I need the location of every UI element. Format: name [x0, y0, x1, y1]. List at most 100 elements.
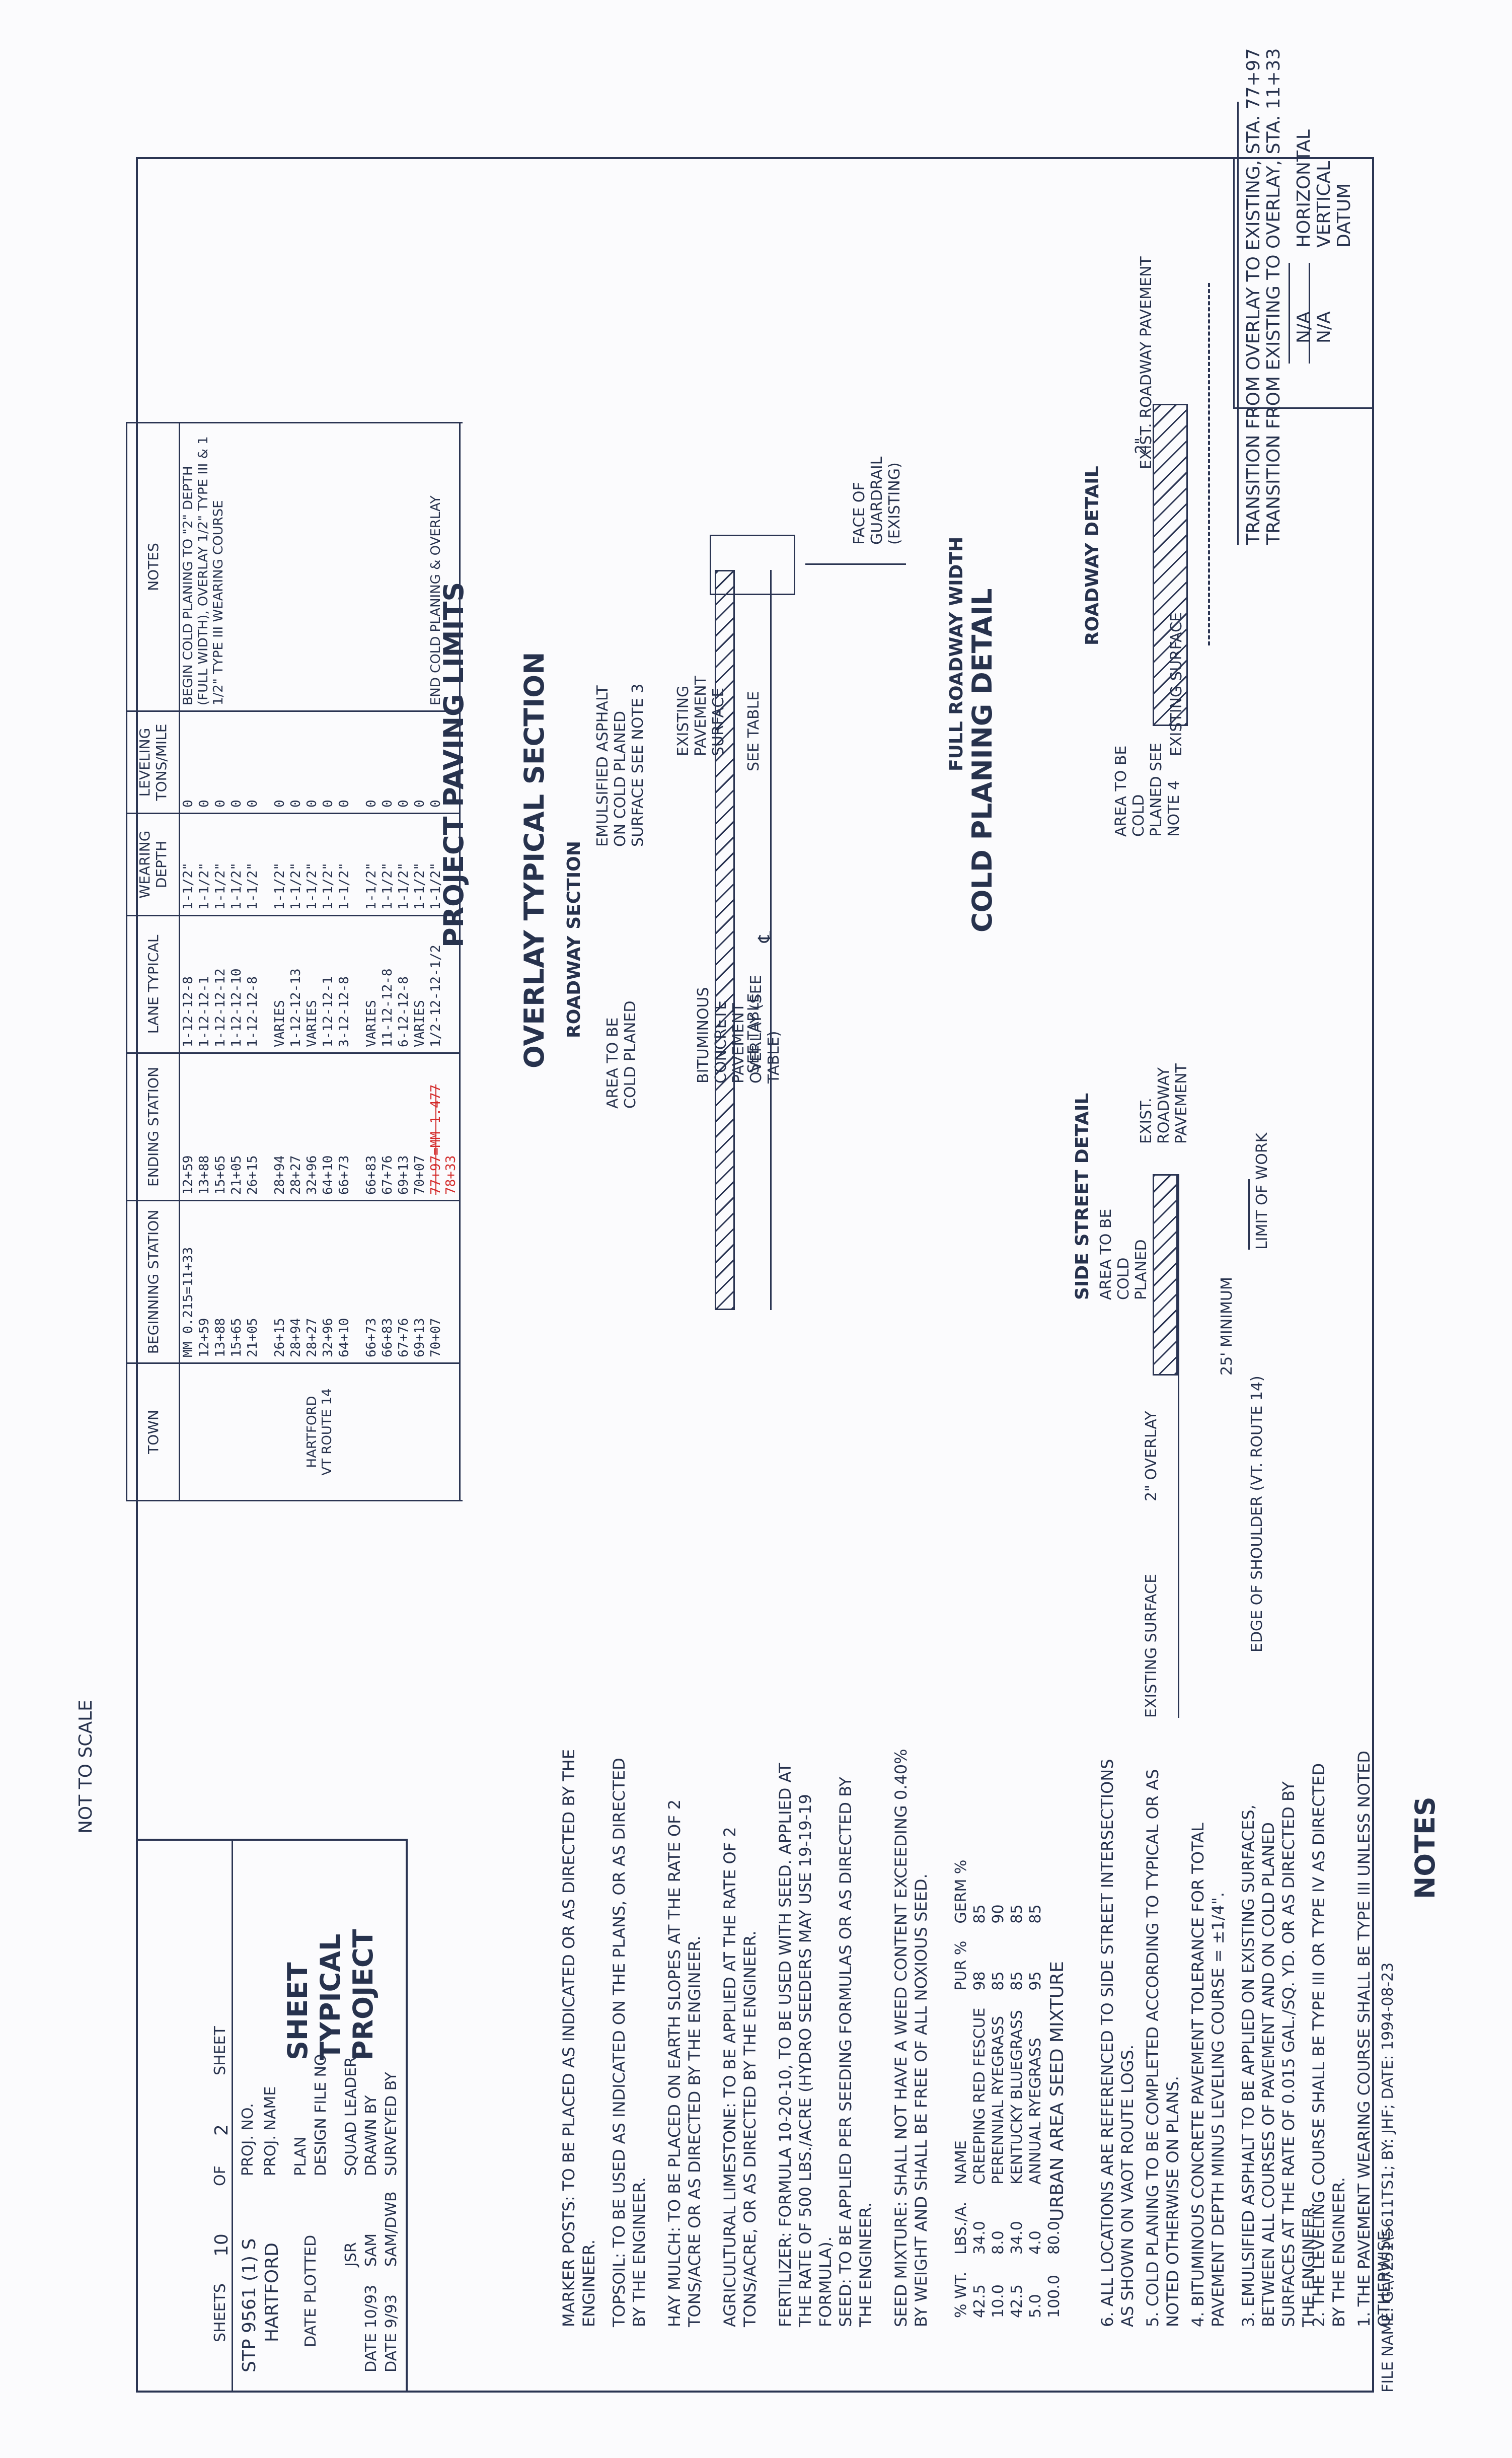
- title-block-divider: [232, 1839, 233, 2393]
- tb-squad-label: SQUAD LEADER: [342, 2057, 360, 2176]
- level-cell: 0: [363, 711, 380, 814]
- end-cell: 66+83: [363, 1053, 380, 1201]
- notes-title: NOTES: [1409, 1796, 1441, 1899]
- level-cell: 0: [412, 711, 428, 814]
- emulsified-label: EMULSIFIED ASPHALT ON COLD PLANED SURFAC…: [594, 683, 647, 847]
- level-cell: 0: [396, 711, 412, 814]
- level-cell: 0: [272, 711, 288, 814]
- spec-seed: SEED: TO BE APPLIED PER SEEDING FORMULAS…: [836, 1777, 875, 2327]
- end-cell-struck: 77+97=MM 1.477: [428, 1084, 443, 1195]
- side-overlay-label: 2" OVERLAY: [1143, 1411, 1160, 1501]
- depth-cell: 1-1/2": [363, 813, 380, 916]
- roadway-section-title: ROADWAY SECTION: [564, 841, 584, 1038]
- tb-of-value: 10: [211, 2233, 232, 2257]
- end-cell: 15+65: [212, 1053, 229, 1201]
- lane-cell: 1-12-12-1: [320, 915, 336, 1053]
- lane-cell: VARIES: [412, 915, 428, 1053]
- spec-topsoil: TOPSOIL: TO BE USED AS INDICATED ON THE …: [610, 1758, 649, 2327]
- begin-cell: 15+65: [229, 1200, 245, 1363]
- seed-cell: 8.0: [990, 2230, 1007, 2255]
- tb-proj-name-label: PROJ. NAME: [262, 2086, 279, 2176]
- begin-cell: 26+15: [272, 1200, 288, 1363]
- tb-design-file-label: DESIGN FILE NO.: [312, 2050, 330, 2176]
- side-street-title: SIDE STREET DETAIL: [1072, 1093, 1093, 1300]
- depth-cell: 1-1/2": [288, 813, 304, 916]
- roadway-detail-area: AREA TO BE COLD PLANED SEE NOTE 4: [1112, 742, 1183, 837]
- roadway-detail-dashed-line: [1208, 283, 1210, 645]
- hdr-end: ENDING STATION: [126, 1053, 180, 1201]
- tb-sheet-label: SHEET: [211, 2026, 229, 2075]
- level-cell: 0: [229, 711, 245, 814]
- see-table-left: SEE TABLE: [745, 691, 763, 771]
- side-street-surface-line: [1178, 1174, 1179, 1718]
- end-cell: 69+13: [396, 1053, 412, 1201]
- seed-hdr: GERM %: [952, 1859, 970, 1924]
- begin-cell: 64+10: [336, 1200, 352, 1363]
- lane-cell: 1-12-12-8: [179, 915, 196, 1053]
- seed-cell: 4.0: [1027, 2230, 1044, 2255]
- seed-total-cell: 80.0: [1045, 2221, 1063, 2255]
- end-cell: 12+59: [179, 1053, 196, 1201]
- spec-limestone: AGRICULTURAL LIMESTONE: TO BE APPLIED AT…: [720, 1827, 760, 2327]
- seed-cell: PERENNIAL RYEGRASS: [990, 2015, 1007, 2185]
- lane-cell: VARIES: [272, 915, 288, 1053]
- lane-cell: 1-12-12-13: [288, 915, 304, 1053]
- note-6: 6. ALL LOCATIONS ARE REFERENCED TO SIDE …: [1098, 1759, 1137, 2327]
- seed-cell: 34.0: [1008, 2221, 1026, 2255]
- lane-cell: 1/2-12-12-1/2: [428, 915, 460, 1053]
- seed-hdr: NAME: [952, 2140, 970, 2185]
- level-cell: 0: [320, 711, 336, 814]
- level-cell: 0: [380, 711, 396, 814]
- depth-cell: 1-1/2": [196, 813, 212, 916]
- tb-proj-no-label: PROJ. NO.: [239, 2103, 257, 2176]
- table-bottom: [460, 422, 463, 1501]
- paving-table: TOWN BEGINNING STATION ENDING STATION LA…: [126, 422, 463, 1501]
- seed-cell: 95: [1027, 1971, 1044, 1991]
- hdr-town: TOWN: [126, 1363, 180, 1501]
- datum-vertical-underline: [1309, 263, 1310, 364]
- side-edge-label: EDGE OF SHOULDER (VT. ROUTE 14): [1248, 1376, 1266, 1652]
- seed-header-row: % WT. LBS./A. NAME PUR % GERM %: [952, 1852, 970, 2326]
- begin-cell: MM 0.215=11+33: [179, 1200, 196, 1363]
- table-gap: [352, 422, 363, 1501]
- end-cell: 28+94: [272, 1053, 288, 1201]
- table-gap: [261, 422, 272, 1501]
- seed-cell: 85: [1008, 1904, 1026, 1924]
- tb-surveyed-value: SAM/DWB: [383, 2191, 400, 2267]
- note-4: 4. BITUMINOUS CONCRETE PAVEMENT TOLERANC…: [1188, 1823, 1228, 2327]
- begin-cell: 67+76: [396, 1200, 412, 1363]
- end-cell-correction: 78+33: [443, 1155, 459, 1195]
- level-cell: 0: [428, 711, 460, 814]
- face-guardrail-label: FACE OF GUARDRAIL (EXISTING): [851, 456, 903, 545]
- depth-cell: 1-1/2": [428, 813, 460, 916]
- cold-planing-title: COLD PLANING DETAIL: [966, 588, 998, 932]
- seed-cell: ANNUAL RYEGRASS: [1027, 2038, 1044, 2185]
- guardrail-post: [805, 563, 906, 565]
- roadway-detail-existing-surface: EXISTING SURFACE: [1168, 612, 1185, 756]
- side-limit-label: LIMIT OF WORK: [1253, 1132, 1271, 1250]
- title-sheet: SHEET: [282, 1962, 314, 2060]
- level-cell: 0: [288, 711, 304, 814]
- paving-header-row: TOWN BEGINNING STATION ENDING STATION LA…: [126, 422, 180, 1501]
- depth-cell: 1-1/2": [304, 813, 320, 916]
- seed-cell: 42.5: [971, 2284, 989, 2318]
- tb-proj-no-value: STP 9561 (1) S: [239, 2238, 260, 2372]
- seed-cell: 85: [1027, 1904, 1044, 1924]
- end-cell: 28+27: [288, 1053, 304, 1201]
- side-area-label: AREA TO BE COLD PLANED: [1097, 1208, 1150, 1300]
- datum-horizontal-underline: [1289, 263, 1290, 364]
- begin-cell: 21+05: [245, 1200, 261, 1363]
- tb-squad-value: JSR: [342, 2242, 360, 2267]
- side-existing-surface-label: EXISTING SURFACE: [1143, 1573, 1160, 1718]
- begin-cell: 13+88: [212, 1200, 229, 1363]
- note-end-cell: END COLD PLANING & OVERLAY: [428, 422, 460, 711]
- seed-total-cell: 100.0: [1045, 2275, 1063, 2318]
- tb-surveyed-label: SURVEYED BY: [383, 2072, 400, 2176]
- datum-horizontal-value: N/A: [1294, 311, 1314, 343]
- hdr-depth: WEARING DEPTH: [126, 813, 180, 916]
- tb-plan-label: PLAN: [292, 2136, 310, 2176]
- lane-cell: 1-12-12-8: [245, 915, 261, 1053]
